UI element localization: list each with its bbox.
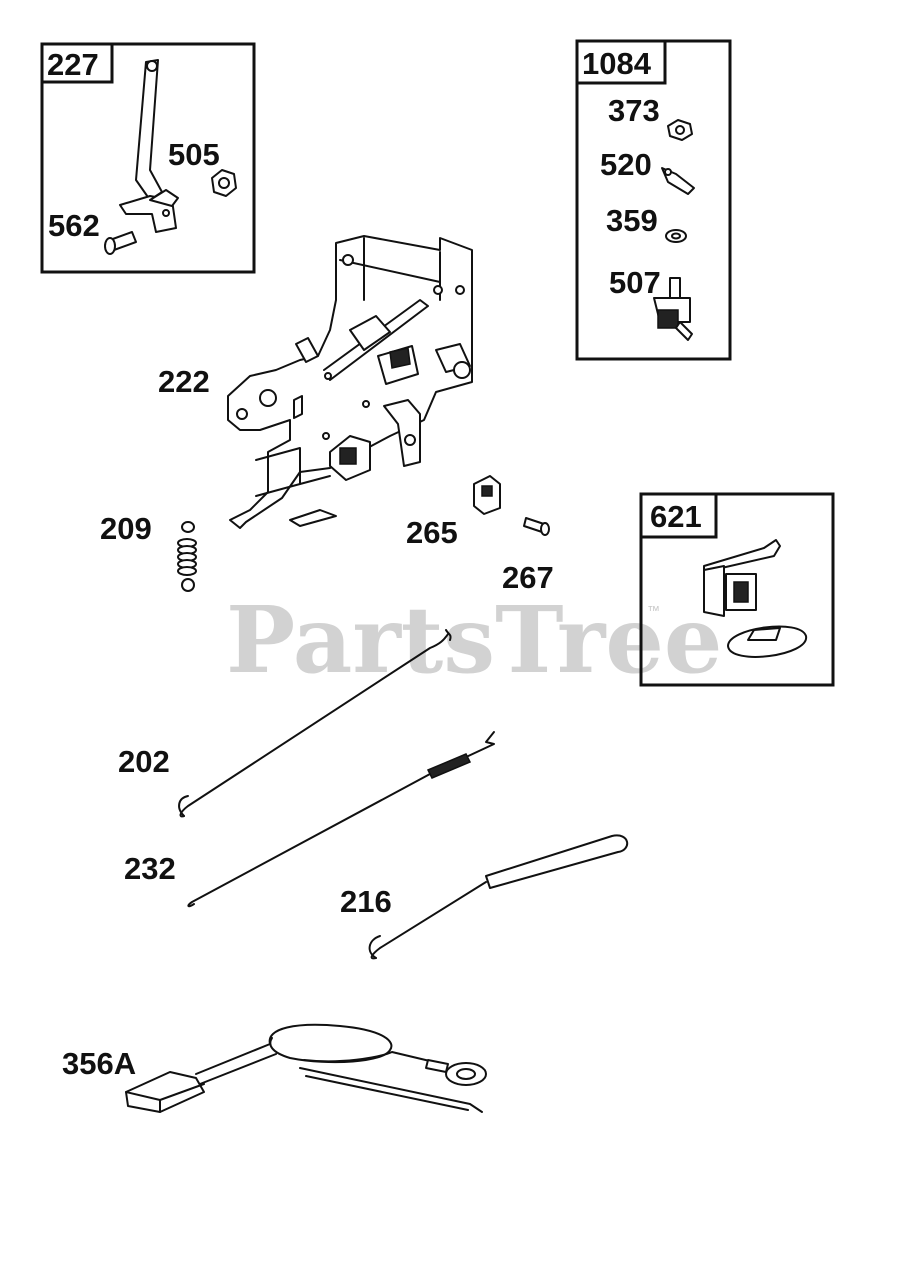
ground-wire-part [125,1023,487,1113]
link-rod-part [178,629,452,818]
switch-part [653,277,693,341]
callout-520: 520 [600,147,652,182]
kit-621-box[interactable]: 621 [639,492,835,687]
screw-part [104,231,137,255]
callout-209: 209 [100,511,152,546]
callout-505: 505 [168,137,220,172]
watermark-trademark: ™ [647,603,660,618]
callout-222: 222 [158,364,210,399]
spring-link-part [187,731,495,908]
washer-part [665,229,687,243]
callout-265: 265 [406,515,458,550]
spring-part [177,521,197,592]
kit-1084-label: 1084 [582,46,652,81]
callout-267: 267 [502,560,554,595]
kit-227-label: 227 [47,47,99,82]
control-link-part [368,834,628,960]
kit-621-label: 621 [650,499,702,534]
callout-232: 232 [124,851,176,886]
nut-part [211,169,237,197]
screw-part [523,517,550,536]
callout-507: 507 [609,265,661,300]
watermark: PartsTree ™ [226,586,722,694]
bezel-part [727,625,808,658]
nut-part [667,119,693,141]
control-bracket-part [227,235,473,529]
callout-562: 562 [48,208,100,243]
clip-part [473,475,501,515]
kit-227-box[interactable]: 227 505 562 [40,42,256,274]
switch-bracket-part [703,539,781,617]
callout-359: 359 [606,203,658,238]
clip-part [661,167,695,195]
kit-1084-box[interactable]: 1084 373 520 359 507 [575,39,732,361]
lever-part [119,59,179,233]
callout-373: 373 [608,93,660,128]
callout-216: 216 [340,884,392,919]
callout-202: 202 [118,744,170,779]
callout-356a: 356A [62,1046,136,1081]
